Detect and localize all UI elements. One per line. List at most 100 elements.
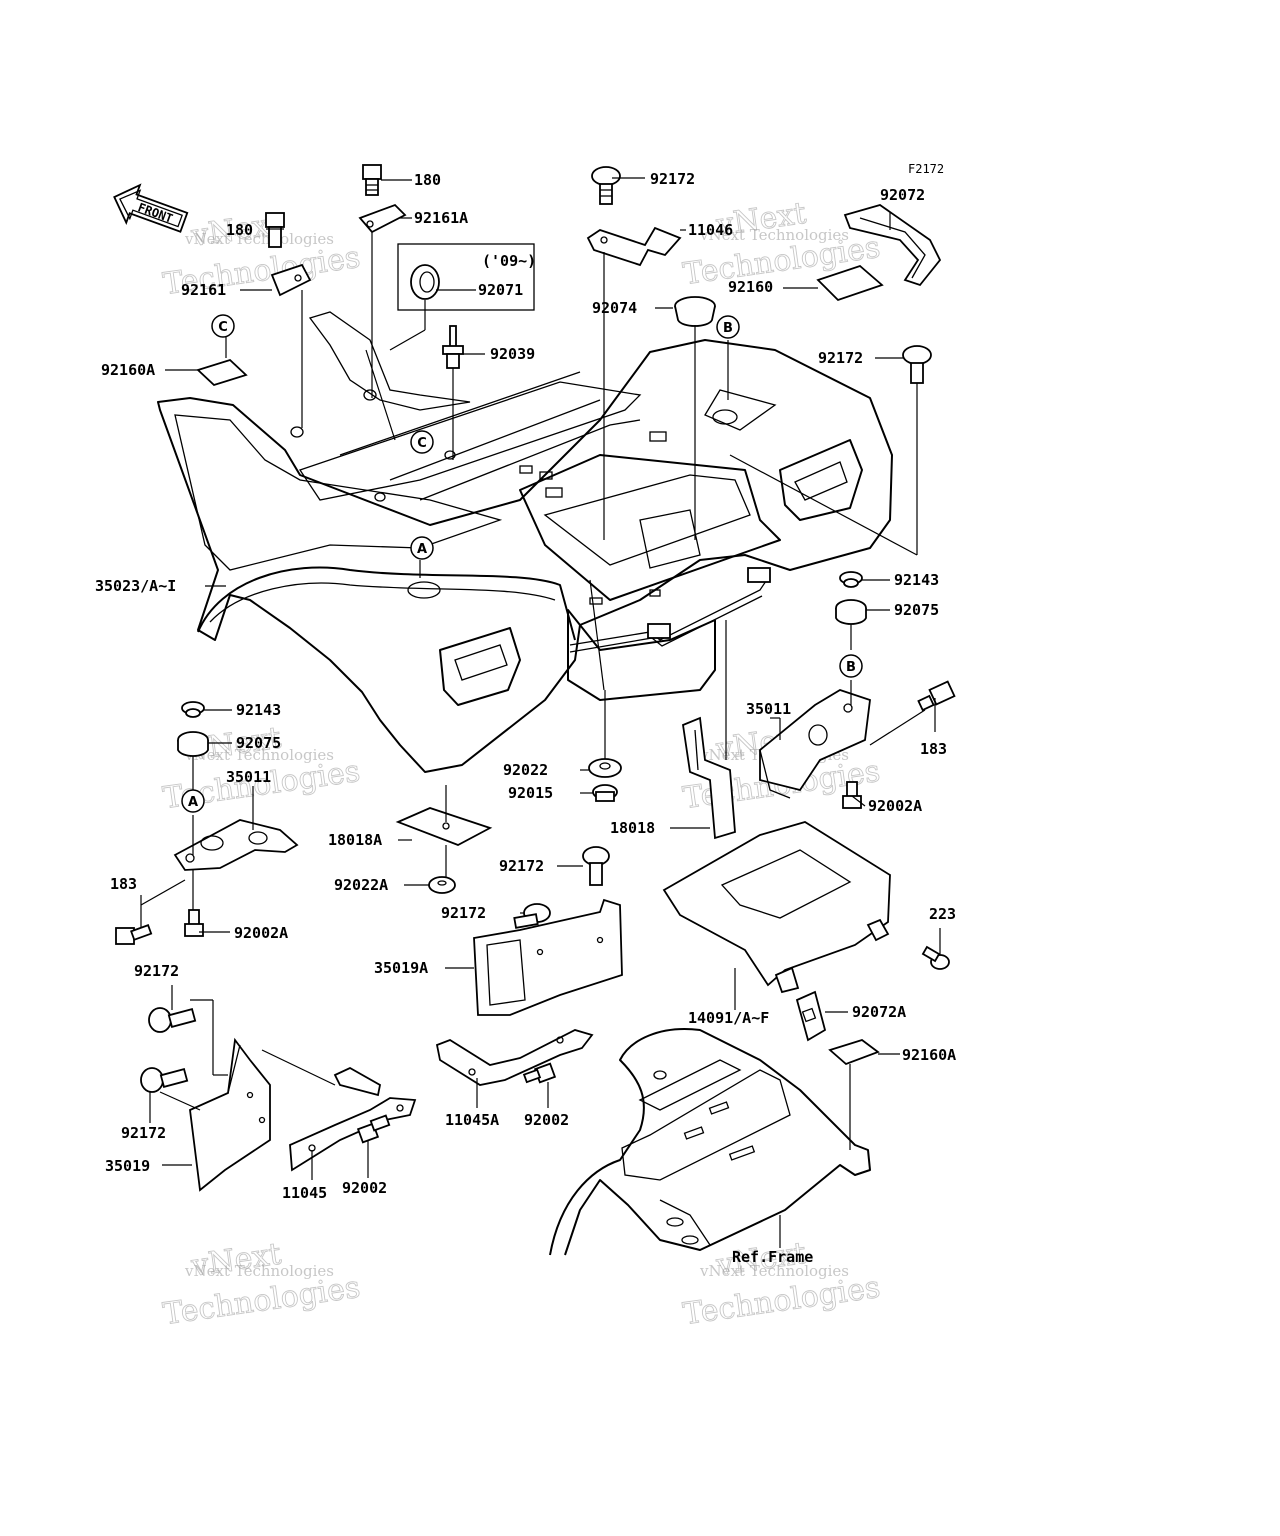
storage-box <box>519 454 781 701</box>
reference-mark-label: A <box>188 795 198 810</box>
frame-reference <box>549 1028 871 1256</box>
reference-mark-c: C <box>410 430 434 454</box>
part-callout: 92172 <box>818 349 863 367</box>
leader-lines <box>140 177 941 1248</box>
bolt-92002A-left <box>184 909 204 937</box>
pad-92160 <box>816 264 884 302</box>
variant-box <box>397 243 535 311</box>
part-callout: 92072 <box>880 186 925 204</box>
part-callout: 180 <box>414 171 441 189</box>
part-callout: 92161A <box>414 209 468 227</box>
rivet-92039 <box>442 325 464 369</box>
reference-mark-b: B <box>839 654 863 678</box>
part-callout: 92022A <box>334 876 388 894</box>
bolt-92172-right <box>902 345 932 384</box>
part-callout: 11045A <box>445 1111 499 1129</box>
pad-18018A <box>395 807 493 846</box>
grommet-92143-left <box>181 701 205 718</box>
part-callout: 11045 <box>282 1184 327 1202</box>
figure-code: F2172 <box>908 162 944 176</box>
part-callout: 92160A <box>902 1046 956 1064</box>
reference-mark-label: B <box>723 321 733 336</box>
cap-92074 <box>674 296 716 327</box>
nut-92015 <box>592 784 618 802</box>
bracket-92161A <box>358 203 407 234</box>
bolt-92002-mid <box>522 1062 557 1084</box>
reference-mark-label: B <box>846 660 856 675</box>
grommet-92075-left <box>177 731 209 757</box>
reference-mark-label: C <box>417 436 427 451</box>
part-callout: 92072A <box>852 1003 906 1021</box>
part-callout: 180 <box>226 221 253 239</box>
reference-mark-label: C <box>218 320 228 335</box>
bolt-180-upper <box>362 164 382 196</box>
part-callout: 183 <box>920 740 947 758</box>
part-callout: 18018A <box>328 831 382 849</box>
part-callout: 92161 <box>181 281 226 299</box>
washer-92022 <box>588 758 622 778</box>
flap-35019A <box>473 898 623 1016</box>
bracket-11045 <box>289 1066 417 1172</box>
part-callout: 35019A <box>374 959 428 977</box>
part-callout: 92002A <box>868 797 922 815</box>
part-callout: 92172 <box>441 904 486 922</box>
bracket-11045A <box>435 1029 594 1086</box>
part-callout: 223 <box>929 905 956 923</box>
washer-92022A <box>428 876 456 894</box>
part-callout: 92039 <box>490 345 535 363</box>
watermark-small: vNext Technologies <box>184 1262 334 1280</box>
bolt-183-left <box>115 924 153 945</box>
stay-18018 <box>682 716 736 840</box>
reference-mark-c: C <box>211 314 235 338</box>
strap-92072 <box>843 204 942 287</box>
part-callout: 92071 <box>478 281 523 299</box>
bracket-35011-right <box>759 689 871 799</box>
front-arrow-icon: FRONT <box>113 183 189 233</box>
part-callout: 92074 <box>592 299 637 317</box>
part-callout: 35011 <box>226 768 271 786</box>
part-callout: 183 <box>110 875 137 893</box>
callout-labels: 180 92161A 92172 92072 180 92161 92071 1… <box>95 170 956 1266</box>
bolt-183-right <box>917 680 956 712</box>
part-callout: 92172 <box>121 1124 166 1142</box>
part-callout: 35011 <box>746 700 791 718</box>
bolt-92172-mid-left <box>513 903 551 929</box>
part-callout: 92075 <box>894 601 939 619</box>
part-callout: 92143 <box>894 571 939 589</box>
bracket-11046 <box>586 226 682 267</box>
part-callout: 92002 <box>342 1179 387 1197</box>
watermark-small: vNext Technologies <box>184 746 334 764</box>
part-callout: 92002A <box>234 924 288 942</box>
part-callout: Ref.Frame <box>732 1248 813 1266</box>
part-callout: 92160 <box>728 278 773 296</box>
part-callout: 92172 <box>134 962 179 980</box>
flap-35019 <box>189 1037 271 1192</box>
part-callout: 92075 <box>236 734 281 752</box>
part-callout: 35019 <box>105 1157 150 1175</box>
watermark-small: vNext Technologies <box>699 1262 849 1280</box>
part-callout: 92002 <box>524 1111 569 1129</box>
watermark-small: vNext Technologies <box>699 226 849 244</box>
watermark-small: vNext Technologies <box>184 230 334 248</box>
screw-223 <box>921 945 950 970</box>
variant-note: ('09~) <box>482 252 536 270</box>
reference-mark-b: B <box>716 315 740 339</box>
part-callout: 11046 <box>688 221 733 239</box>
reference-mark-label: A <box>417 542 427 557</box>
bracket-92161 <box>270 263 312 297</box>
reference-mark-a: A <box>410 536 434 560</box>
part-callout: 18018 <box>610 819 655 837</box>
part-callout: 92143 <box>236 701 281 719</box>
grommet-92143-right <box>839 571 863 588</box>
bolt-92002-lower <box>356 1114 391 1144</box>
bolt-92172-lower-1 <box>148 1007 197 1033</box>
latch-92072A <box>795 990 827 1042</box>
bolt-92172-lower-2 <box>140 1067 189 1093</box>
part-callout: 92160A <box>101 361 155 379</box>
pad-92160A-left <box>196 358 248 387</box>
bolt-180-lower <box>265 212 285 248</box>
grommet-92071 <box>410 264 440 300</box>
bolt-92172-mid <box>582 846 610 886</box>
cover-14091 <box>662 821 891 994</box>
